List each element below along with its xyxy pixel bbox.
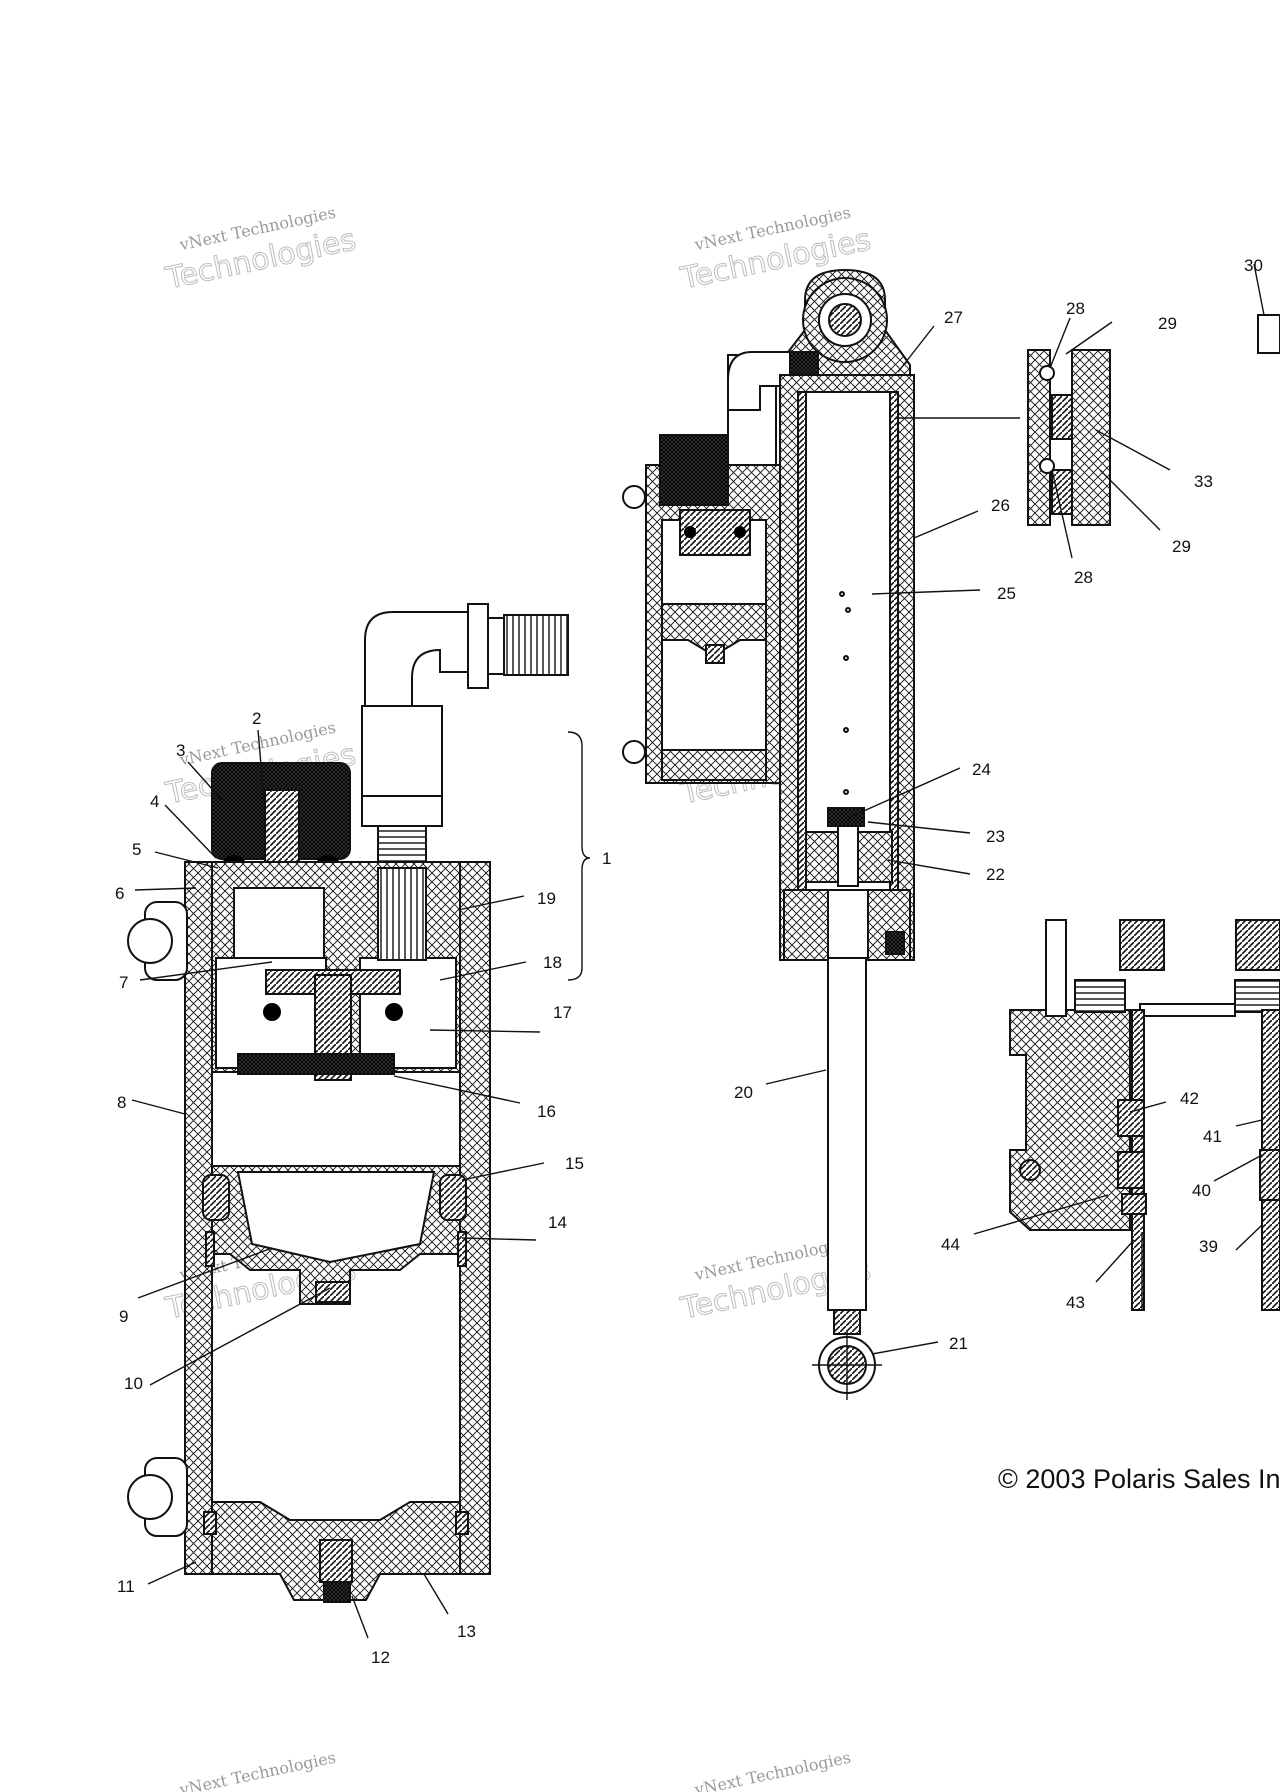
main-shock bbox=[622, 268, 915, 1400]
callout-labels: 1 2 3 4 5 6 7 8 9 10 11 12 13 14 15 16 1… bbox=[115, 256, 1263, 1667]
callout-25: 25 bbox=[997, 584, 1016, 603]
callout-12: 12 bbox=[371, 1648, 390, 1667]
callout-43: 43 bbox=[1066, 1293, 1085, 1312]
callout-14: 14 bbox=[548, 1213, 567, 1232]
callout-22: 22 bbox=[986, 865, 1005, 884]
callout-20: 20 bbox=[734, 1083, 753, 1102]
watermark: vNext Technologies Technologies bbox=[162, 203, 360, 298]
copyright-notice: © 2003 Polaris Sales Inc. bbox=[998, 1464, 1280, 1494]
watermark: vNext Technologies bbox=[692, 1748, 852, 1792]
seal-detail-bottom bbox=[1009, 919, 1280, 1311]
callout-29-top: 29 bbox=[1158, 314, 1177, 333]
callout-44: 44 bbox=[941, 1235, 960, 1254]
callout-8: 8 bbox=[117, 1093, 126, 1112]
callout-19: 19 bbox=[537, 889, 556, 908]
leader-lines bbox=[131, 263, 1265, 1639]
watermark: vNext Technologies bbox=[177, 1748, 337, 1792]
svg-text:vNext Technologies: vNext Technologies bbox=[177, 1748, 337, 1792]
callout-9: 9 bbox=[119, 1307, 128, 1326]
callout-29-bottom: 29 bbox=[1172, 537, 1191, 556]
callout-23: 23 bbox=[986, 827, 1005, 846]
callout-24: 24 bbox=[972, 760, 991, 779]
callout-28-bottom: 28 bbox=[1074, 568, 1093, 587]
callout-42: 42 bbox=[1180, 1089, 1199, 1108]
callout-5: 5 bbox=[132, 840, 141, 859]
callout-16: 16 bbox=[537, 1102, 556, 1121]
callout-7: 7 bbox=[119, 973, 128, 992]
svg-text:vNext Technologies: vNext Technologies bbox=[692, 1748, 852, 1792]
callout-1: 1 bbox=[602, 849, 611, 868]
callout-17: 17 bbox=[553, 1003, 572, 1022]
callout-2: 2 bbox=[252, 709, 261, 728]
callout-10: 10 bbox=[124, 1374, 143, 1393]
callout-21: 21 bbox=[949, 1334, 968, 1353]
callout-11: 11 bbox=[117, 1577, 135, 1596]
callout-33: 33 bbox=[1194, 472, 1213, 491]
seal-detail-top bbox=[896, 314, 1280, 526]
callout-3: 3 bbox=[176, 741, 185, 760]
callout-27: 27 bbox=[944, 308, 963, 327]
reservoir-assembly bbox=[127, 603, 591, 1603]
callout-40: 40 bbox=[1192, 1181, 1211, 1200]
callout-4: 4 bbox=[150, 792, 159, 811]
callout-13: 13 bbox=[457, 1622, 476, 1641]
callout-26: 26 bbox=[991, 496, 1010, 515]
callout-39: 39 bbox=[1199, 1237, 1218, 1256]
callout-18: 18 bbox=[543, 953, 562, 972]
callout-6: 6 bbox=[115, 884, 124, 903]
callout-28-top: 28 bbox=[1066, 299, 1085, 318]
callout-30: 30 bbox=[1244, 256, 1263, 275]
callout-41: 41 bbox=[1203, 1127, 1222, 1146]
callout-15: 15 bbox=[565, 1154, 584, 1173]
